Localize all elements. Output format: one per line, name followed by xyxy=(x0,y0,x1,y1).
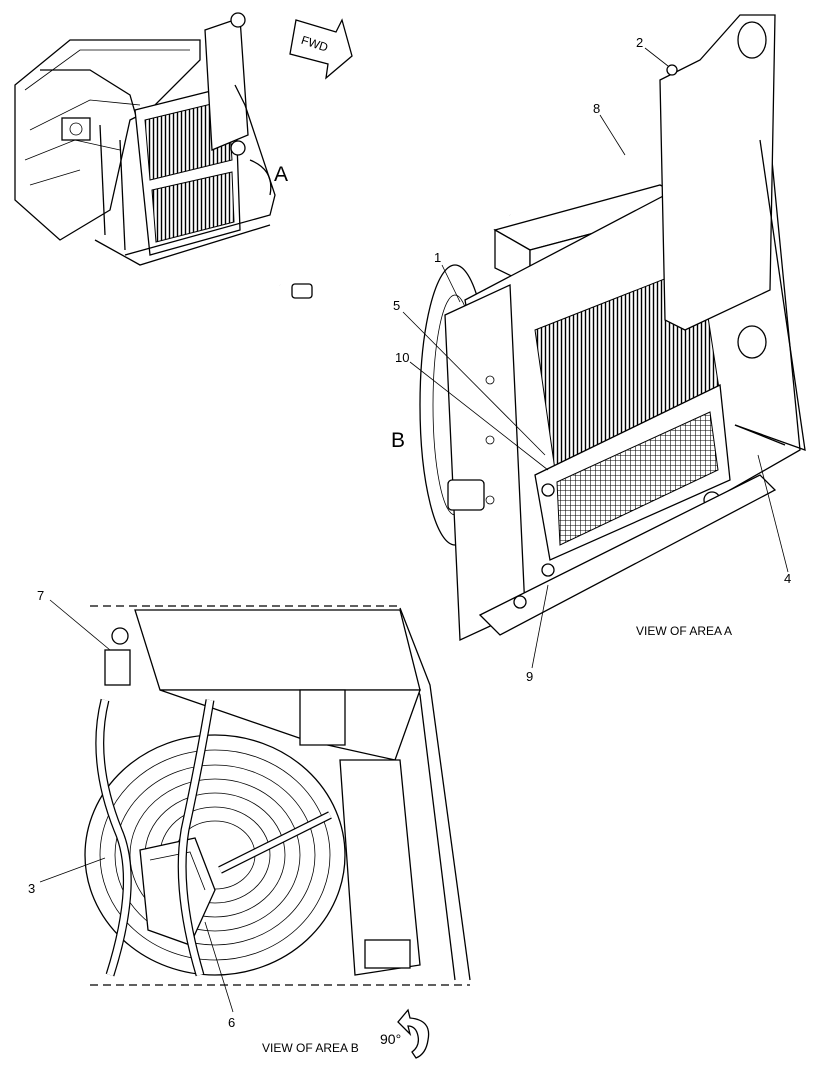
fwd-arrow-badge: FWD xyxy=(289,18,353,80)
callout-2: 2 xyxy=(636,35,643,50)
caption-view-area-a: VIEW OF AREA A xyxy=(636,624,732,638)
view-area-a xyxy=(274,14,806,641)
rotation-label: 90° xyxy=(380,1031,401,1047)
callout-1: 1 xyxy=(434,250,441,265)
callout-9: 9 xyxy=(526,669,533,684)
rotation-badge: 90° xyxy=(380,1008,430,1059)
callout-5: 5 xyxy=(393,298,400,313)
caption-view-area-b: VIEW OF AREA B xyxy=(262,1041,359,1055)
callout-7: 7 xyxy=(37,588,44,603)
callout-4: 4 xyxy=(784,571,791,586)
machine-overview xyxy=(14,12,276,266)
callout-6: 6 xyxy=(228,1015,235,1030)
area-b-label: B xyxy=(391,429,405,452)
callout-10: 10 xyxy=(395,350,409,365)
callout-3: 3 xyxy=(28,881,35,896)
area-a-label: A xyxy=(274,163,288,186)
callout-8: 8 xyxy=(593,101,600,116)
leader-lines xyxy=(39,47,789,1013)
view-area-b xyxy=(84,605,471,986)
